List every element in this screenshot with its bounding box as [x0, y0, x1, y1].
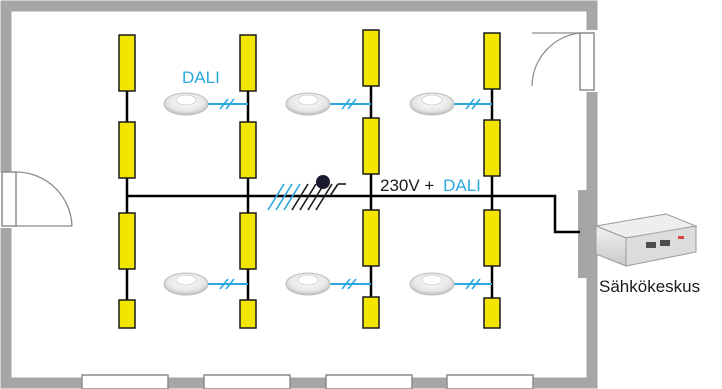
tick [465, 278, 475, 290]
tick [341, 98, 351, 110]
tick [219, 278, 229, 290]
luminaires [118, 29, 501, 329]
controller-port [660, 240, 670, 246]
window-4 [446, 374, 534, 389]
door-left [0, 171, 73, 228]
luminaire [483, 32, 501, 90]
tick [471, 98, 481, 110]
ceiling-sensor-icon [409, 272, 455, 296]
luminaire [239, 299, 257, 329]
luminaire [362, 117, 380, 175]
tick [219, 98, 229, 110]
door-swing-icon [15, 171, 73, 227]
luminaire [483, 209, 501, 267]
tick [471, 278, 481, 290]
hatch [283, 183, 301, 211]
controller-seam [635, 227, 687, 237]
ceiling-sensor-icon [285, 92, 331, 116]
hatch [329, 183, 339, 197]
tick [347, 98, 357, 110]
window-1 [81, 374, 169, 389]
sensor-link-ticks [219, 98, 481, 290]
bottom-windows [81, 374, 534, 389]
ceiling-sensor-icon [163, 272, 209, 296]
window-3 [325, 374, 413, 389]
luminaire [362, 296, 380, 329]
hatch [315, 183, 333, 211]
luminaire [483, 297, 501, 329]
wall-cable-entry [578, 190, 596, 278]
tick [465, 98, 475, 110]
luminaire [362, 29, 380, 87]
ceiling-sensor-icon [285, 272, 331, 296]
bus-voltage-label: 230V + [380, 176, 434, 195]
luminaire [483, 119, 501, 177]
luminaire [118, 212, 136, 270]
tick [347, 278, 357, 290]
hatch [299, 183, 317, 211]
dali-label: DALI [182, 68, 220, 87]
controller-led [678, 236, 684, 239]
door-leaf-left [1, 171, 17, 227]
door-top-right [531, 30, 602, 92]
controller-label: Sähkökeskus [599, 277, 700, 296]
ceiling-sensors [163, 92, 455, 296]
hatch [267, 183, 285, 211]
din-rail-controller-icon [594, 213, 698, 267]
bus-dali-label: DALI [443, 176, 481, 195]
luminaire [239, 212, 257, 270]
tick [341, 278, 351, 290]
luminaire [239, 121, 257, 179]
luminaire [362, 209, 380, 267]
hatch [275, 183, 293, 211]
room-walls [0, 0, 598, 389]
ceiling-sensor-icon [163, 92, 209, 116]
tick [225, 98, 235, 110]
bus-cable-hatch [267, 183, 301, 211]
ceiling-sensor-icon [409, 92, 455, 116]
controller-port [646, 242, 656, 248]
junction-dot-icon [316, 175, 330, 189]
bus-label: 230V + DALI [380, 176, 481, 195]
luminaire [118, 34, 136, 92]
door-leaf-top-right [579, 32, 595, 91]
luminaire [118, 121, 136, 179]
tick [225, 278, 235, 290]
window-2 [203, 374, 291, 389]
main-bus-cable [127, 194, 580, 234]
wall-outline [0, 0, 598, 389]
luminaire [239, 34, 257, 92]
door-swing-icon [531, 32, 581, 87]
hatch [291, 183, 309, 211]
luminaire [118, 299, 136, 329]
bus-cable-hatch-black [291, 183, 346, 211]
